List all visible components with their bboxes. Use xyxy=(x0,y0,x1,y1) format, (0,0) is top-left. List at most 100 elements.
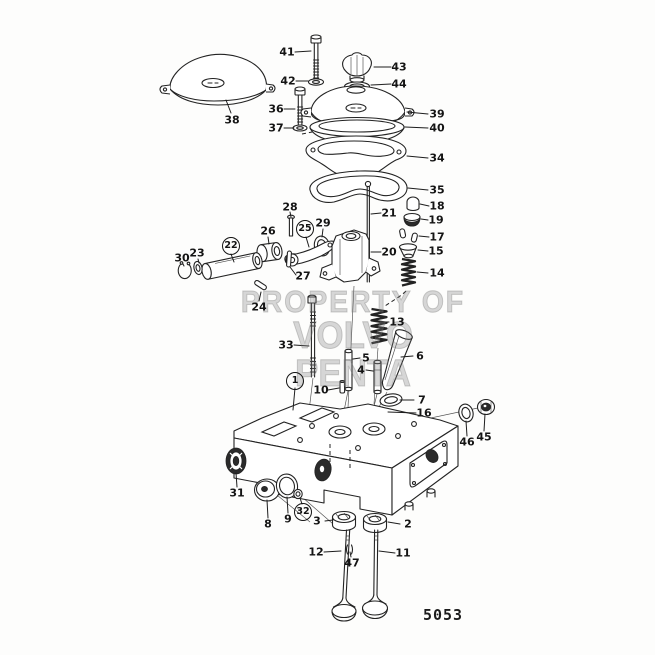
part-22-rocker-shaft xyxy=(201,252,263,280)
leader-line-30 xyxy=(182,263,185,267)
leader-line-23 xyxy=(197,258,200,264)
callout-19: 19 xyxy=(428,213,444,227)
leader-line-1 xyxy=(292,387,296,411)
callout-26: 26 xyxy=(260,224,276,238)
callout-38: 38 xyxy=(224,113,240,127)
callout-23: 23 xyxy=(189,246,205,260)
leader-line-27 xyxy=(289,266,297,276)
callout-40: 40 xyxy=(429,121,445,135)
callout-20: 20 xyxy=(381,245,397,259)
part-4-valve-guide xyxy=(373,359,382,395)
leader-line-34 xyxy=(406,155,429,159)
callout-10: 10 xyxy=(313,383,329,397)
part-17-valve-collets xyxy=(399,228,418,243)
part-34-rocker-housing xyxy=(305,135,407,179)
part-31-core-plug xyxy=(225,447,247,475)
callout-9: 9 xyxy=(284,512,292,526)
callout-5: 5 xyxy=(362,351,370,365)
callout-35: 35 xyxy=(429,183,445,197)
leader-line-6 xyxy=(400,355,414,358)
leader-line-16 xyxy=(387,411,417,414)
part-18-cap xyxy=(406,196,420,212)
leader-line-28 xyxy=(289,211,292,218)
leader-line-14 xyxy=(416,271,429,274)
leader-line-17 xyxy=(418,235,430,238)
part-35-housing-gasket xyxy=(309,170,408,203)
callout-42: 42 xyxy=(280,74,296,88)
callout-2: 2 xyxy=(404,517,412,531)
callout-4: 4 xyxy=(357,363,365,377)
callout-31: 31 xyxy=(229,486,245,500)
leader-line-44 xyxy=(370,83,392,86)
part-15-spring-retainer xyxy=(398,243,418,259)
part-43-filler-cap xyxy=(342,52,372,83)
part-30-circlip xyxy=(177,261,192,280)
part-41-bolt xyxy=(310,34,322,81)
leader-line-5 xyxy=(352,357,361,360)
callout-29: 29 xyxy=(315,216,331,230)
part-5-valve-guide xyxy=(344,348,353,392)
leader-line-12 xyxy=(323,550,342,553)
callout-6: 6 xyxy=(416,349,424,363)
leader-line-26 xyxy=(267,236,270,245)
callout-11: 11 xyxy=(395,546,411,560)
callout-27: 27 xyxy=(295,269,311,283)
callout-36: 36 xyxy=(268,102,284,116)
part-10-dowel-pin xyxy=(339,379,346,394)
part-20-bracket xyxy=(319,229,381,283)
leader-line-10 xyxy=(327,387,340,391)
part-24-pin xyxy=(254,279,267,291)
part-14-valve-spring xyxy=(384,257,417,307)
callout-41: 41 xyxy=(279,45,295,59)
callout-18: 18 xyxy=(429,199,445,213)
callout-44: 44 xyxy=(391,77,407,91)
part-6-injector-sleeve xyxy=(381,329,413,391)
leader-line-41 xyxy=(294,50,312,53)
leader-line-22 xyxy=(230,253,235,263)
part-42-washer xyxy=(307,78,325,86)
leader-line-19 xyxy=(420,218,429,221)
callout-16: 16 xyxy=(416,406,432,420)
callout-17: 17 xyxy=(429,230,445,244)
leader-line-18 xyxy=(419,203,430,207)
callout-21: 21 xyxy=(381,206,397,220)
part-33-stud xyxy=(307,294,317,378)
part-19-seal xyxy=(403,212,421,227)
callout-30: 30 xyxy=(174,251,190,265)
leader-line-3 xyxy=(324,519,334,522)
callout-14: 14 xyxy=(429,266,445,280)
callout-24: 24 xyxy=(251,300,267,314)
part-12-valve xyxy=(331,529,357,622)
callout-15: 15 xyxy=(428,244,444,258)
part-23-washer xyxy=(193,260,203,276)
leader-line-21 xyxy=(370,212,382,215)
callout-47: 47 xyxy=(344,556,360,570)
part-13-spring xyxy=(370,307,388,345)
callout-28: 28 xyxy=(282,200,298,214)
callout-22: 22 xyxy=(222,237,240,255)
callout-25: 25 xyxy=(296,220,314,238)
part-47-valve-collet xyxy=(345,544,354,555)
leader-line-46 xyxy=(465,420,468,437)
part-28-stud xyxy=(287,214,295,237)
callout-1: 1 xyxy=(286,372,304,390)
callout-32: 32 xyxy=(294,503,312,521)
part-3-spring-seat xyxy=(331,510,357,532)
leader-line-15 xyxy=(417,249,429,252)
leader-line-8 xyxy=(266,499,269,519)
part-46-seal-washer xyxy=(458,403,474,423)
leader-line-38 xyxy=(225,99,232,114)
callout-3: 3 xyxy=(313,514,321,528)
part-2-spring-seat xyxy=(362,512,388,534)
callout-45: 45 xyxy=(476,430,492,444)
leader-line-45 xyxy=(483,413,486,432)
leader-line-2 xyxy=(387,521,401,525)
callout-39: 39 xyxy=(429,107,445,121)
leader-line-25 xyxy=(305,236,310,248)
leader-line-40 xyxy=(404,126,429,129)
leader-line-39 xyxy=(406,111,429,115)
part-1-cylinder-head xyxy=(233,402,459,516)
callout-43: 43 xyxy=(391,60,407,74)
